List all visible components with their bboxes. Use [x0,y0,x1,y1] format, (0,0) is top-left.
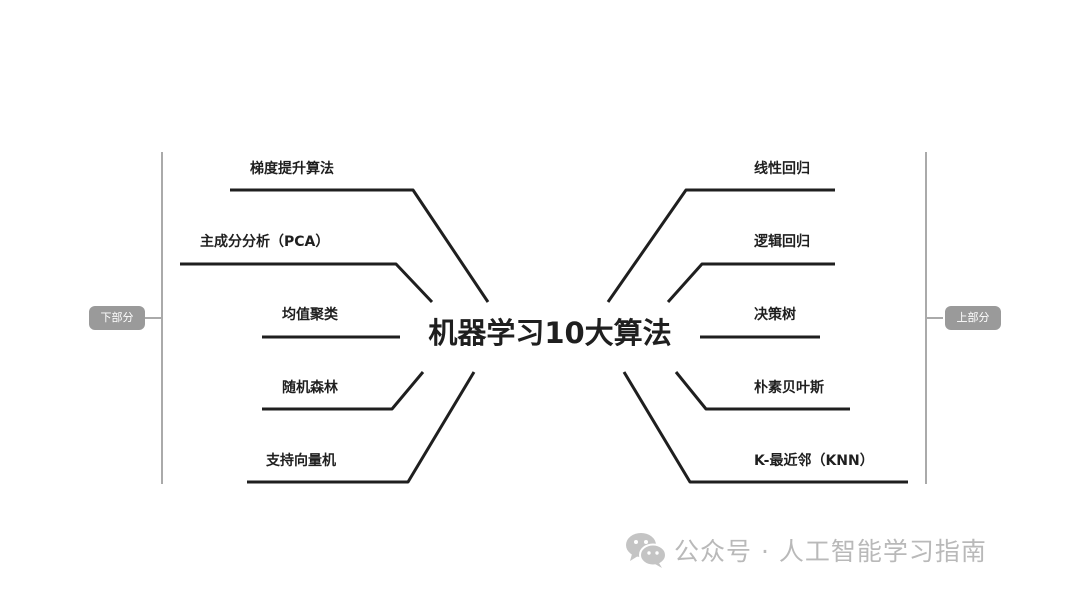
right-branch-label-1[interactable]: 线性回归 [754,161,810,177]
left-branch-label-3[interactable]: 均值聚类 [282,307,338,323]
right-branch-line-1 [606,188,835,303]
watermark-text: 公众号 · 人工智能学习指南 [674,537,987,566]
left-branch-label-1[interactable]: 梯度提升算法 [250,161,334,177]
left-branch-label-5[interactable]: 支持向量机 [266,453,336,469]
wechat-icon [626,533,667,568]
central-topic[interactable]: 机器学习10大算法 [428,316,672,350]
right-group-tag[interactable]: 上部分 [945,306,1001,330]
right-branch-label-5[interactable]: K-最近邻（KNN） [754,453,874,469]
left-branch-label-2[interactable]: 主成分分析（PCA） [200,234,330,250]
left-group-tag[interactable]: 下部分 [89,306,145,330]
right-branch-line-2 [666,262,835,304]
watermark: 公众号 · 人工智能学习指南 [624,530,987,570]
left-branch-label-4[interactable]: 随机森林 [282,380,338,396]
right-branch-label-3[interactable]: 决策树 [754,307,796,323]
right-branch-label-4[interactable]: 朴素贝叶斯 [754,380,824,396]
left-branch-line-4 [262,371,425,411]
right-branch-label-2[interactable]: 逻辑回归 [754,234,810,250]
right-branch-line-5 [622,371,908,484]
left-branch-line-1 [230,188,490,303]
right-branch-line-4 [674,371,850,411]
left-branch-line-5 [247,371,476,484]
left-branch-line-2 [180,262,434,304]
